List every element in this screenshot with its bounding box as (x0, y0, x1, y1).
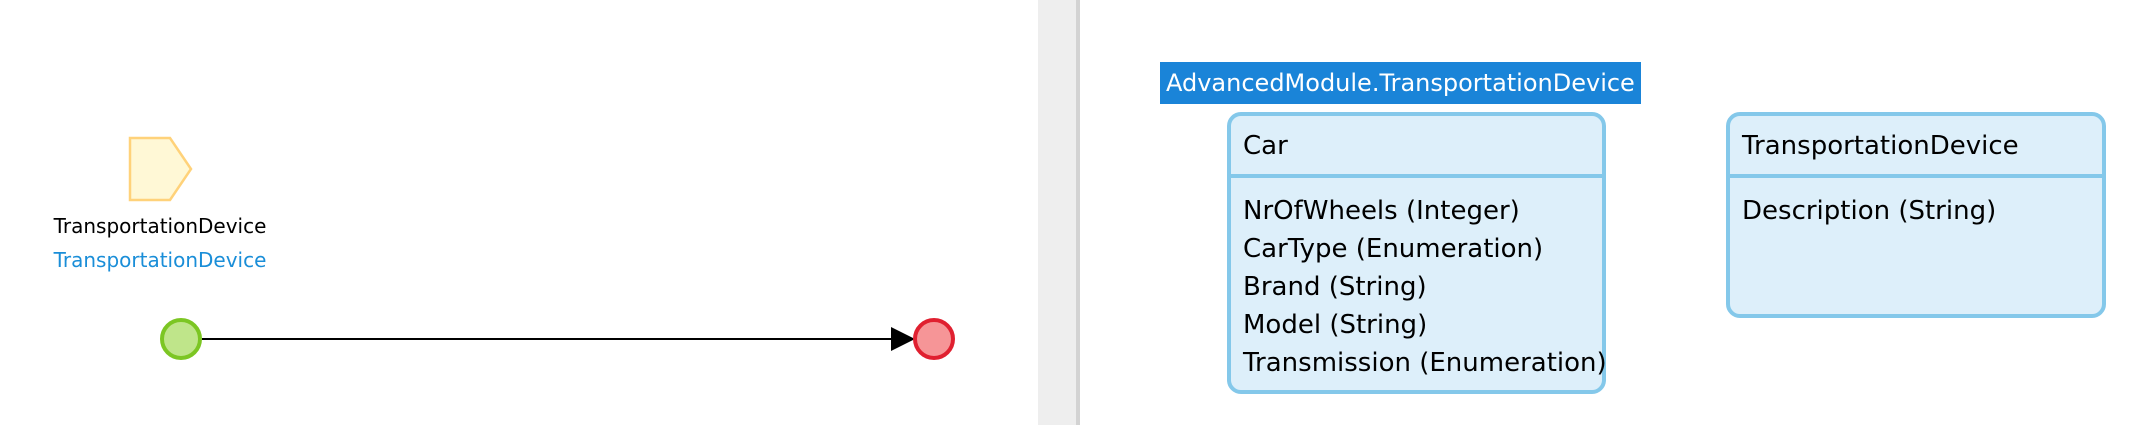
arrowhead-icon (891, 327, 915, 351)
microflow-canvas[interactable]: TransportationDevice TransportationDevic… (0, 0, 1038, 425)
module-entity-label: AdvancedModule.TransportationDevice (1160, 62, 1641, 104)
parameter-type-link[interactable]: TransportationDevice (53, 248, 267, 272)
attribute[interactable]: Brand (String) (1243, 272, 1427, 302)
attribute-list: NrOfWheels (Integer) CarType (Enumeratio… (1231, 178, 1607, 382)
sequence-flow (160, 318, 955, 360)
panel-splitter[interactable] (1038, 0, 1080, 425)
attribute[interactable]: Description (String) (1742, 196, 1997, 226)
entity-car[interactable]: Car NrOfWheels (Integer) CarType (Enumer… (1227, 112, 1607, 394)
attribute[interactable]: NrOfWheels (Integer) (1243, 196, 1520, 226)
attribute[interactable]: Transmission (Enumeration) (1243, 348, 1607, 378)
start-event-icon[interactable] (160, 318, 202, 360)
entity-transportationdevice[interactable]: TransportationDevice Description (String… (1726, 112, 2106, 318)
parameter-icon[interactable] (128, 136, 194, 202)
end-event-icon[interactable] (913, 318, 955, 360)
attribute-list: Description (String) (1730, 178, 2102, 230)
parameter-name[interactable]: TransportationDevice (53, 214, 267, 238)
entity-name: TransportationDevice (1730, 116, 2102, 178)
entity-name: Car (1231, 116, 1602, 178)
attribute[interactable]: Model (String) (1243, 310, 1428, 340)
attribute[interactable]: CarType (Enumeration) (1243, 234, 1544, 264)
